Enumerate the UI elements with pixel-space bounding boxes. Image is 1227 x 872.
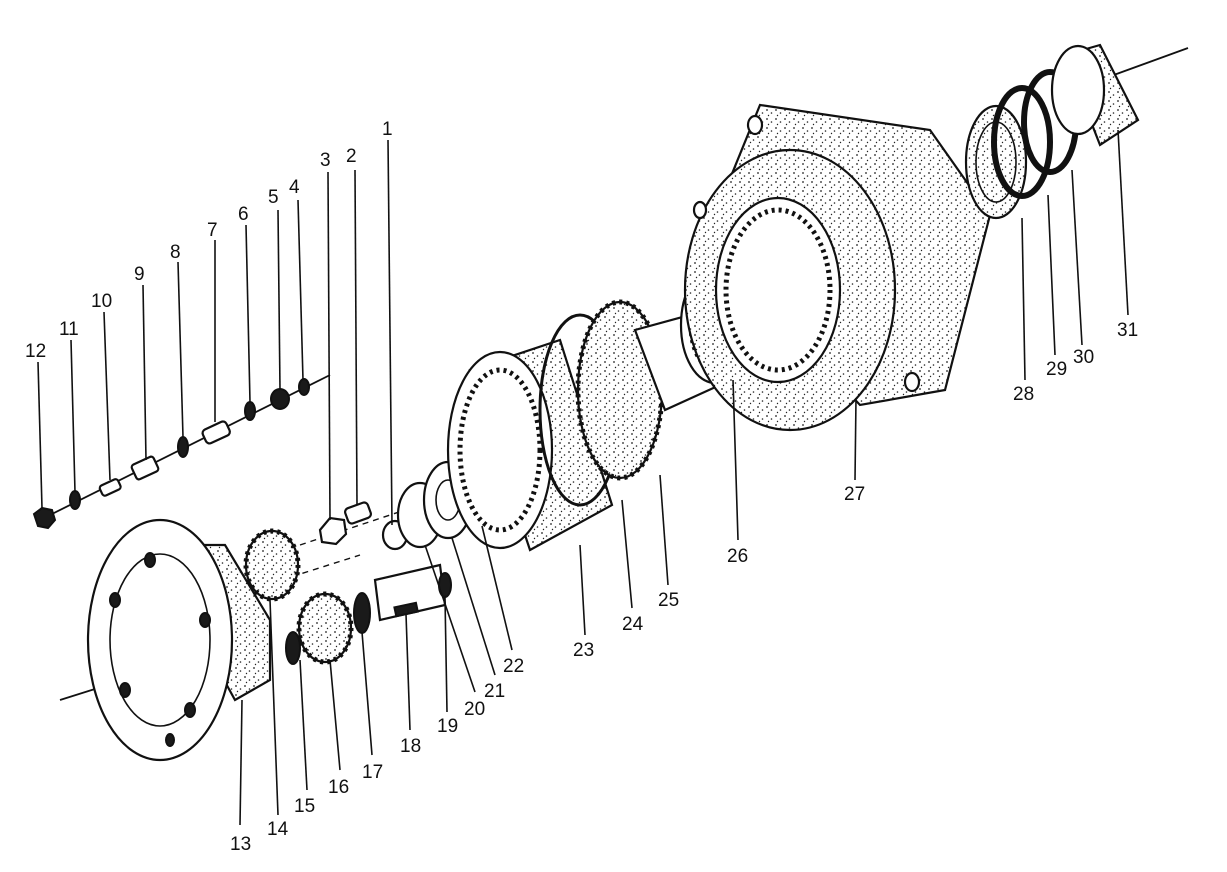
end-parts-28-31 xyxy=(964,43,1140,220)
label-part-10: 10 xyxy=(91,291,112,312)
label-part-17: 17 xyxy=(362,762,383,783)
label-part-11: 11 xyxy=(59,319,79,340)
label-part-28: 28 xyxy=(1013,384,1034,405)
label-part-7: 7 xyxy=(207,220,218,241)
label-part-4: 4 xyxy=(289,177,300,198)
washer-17 xyxy=(353,592,371,634)
label-part-24: 24 xyxy=(622,614,644,635)
label-part-8: 8 xyxy=(170,242,181,263)
label-part-14: 14 xyxy=(267,819,289,840)
label-part-12: 12 xyxy=(25,341,46,362)
label-part-22: 22 xyxy=(503,656,524,677)
flange-cover-13 xyxy=(86,518,272,762)
ring-gear-23 xyxy=(446,338,614,552)
part-number-labels: 1 2 3 4 5 6 7 8 9 10 11 12 13 14 15 16 1… xyxy=(25,119,1138,855)
leader-lines xyxy=(37,129,1129,826)
label-part-2: 2 xyxy=(346,146,357,167)
label-part-19: 19 xyxy=(437,716,458,737)
label-part-18: 18 xyxy=(400,736,421,757)
spring-7 xyxy=(201,420,231,445)
label-part-20: 20 xyxy=(464,699,485,720)
label-part-15: 15 xyxy=(294,796,315,817)
washer-6 xyxy=(244,401,256,421)
shaft-parts-17-19 xyxy=(353,563,452,634)
plug-5 xyxy=(270,388,290,410)
seal-4 xyxy=(298,378,310,396)
label-part-13: 13 xyxy=(230,834,251,855)
bolt-9 xyxy=(130,455,160,481)
label-part-30: 30 xyxy=(1073,347,1094,368)
label-part-26: 26 xyxy=(727,546,748,567)
small-parts-1-3 xyxy=(318,501,409,551)
label-part-23: 23 xyxy=(573,640,594,661)
label-part-21: 21 xyxy=(484,681,505,702)
label-part-9: 9 xyxy=(134,264,145,285)
washer-15 xyxy=(285,631,301,665)
washer-8 xyxy=(177,436,189,458)
nut-12 xyxy=(32,506,57,530)
nut-3 xyxy=(318,516,348,546)
label-part-29: 29 xyxy=(1046,359,1067,380)
label-part-27: 27 xyxy=(844,484,865,505)
label-part-6: 6 xyxy=(238,204,249,225)
label-part-5: 5 xyxy=(268,187,279,208)
label-part-16: 16 xyxy=(328,777,349,798)
washer-11 xyxy=(69,490,81,510)
sleeve-2 xyxy=(344,501,372,525)
gears-14-16 xyxy=(243,528,354,665)
label-part-31: 31 xyxy=(1117,320,1138,341)
label-part-25: 25 xyxy=(658,590,679,611)
label-part-1: 1 xyxy=(382,119,393,140)
ring-29 xyxy=(991,85,1053,199)
label-part-3: 3 xyxy=(320,150,331,171)
gear-25 xyxy=(575,299,722,481)
pin-10 xyxy=(98,478,122,497)
housing-27 xyxy=(683,103,992,432)
